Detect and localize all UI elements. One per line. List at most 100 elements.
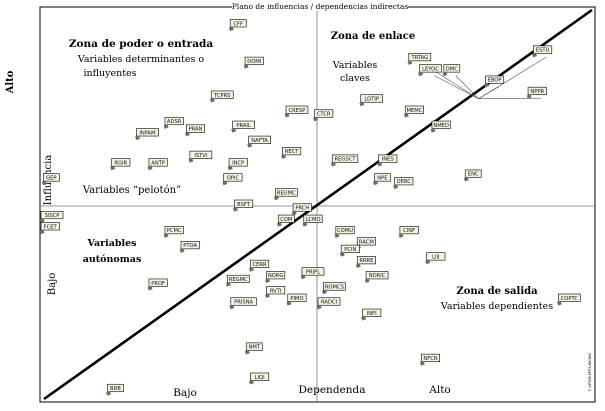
point-marker xyxy=(147,165,153,171)
point-marker xyxy=(407,60,413,65)
point-marker xyxy=(425,259,431,265)
scatter-point-gep: GEP xyxy=(41,173,60,186)
point-label: BSFT xyxy=(237,202,251,208)
scatter-point-pripl: PRIPL xyxy=(300,267,325,280)
point-marker xyxy=(398,233,404,238)
point-marker xyxy=(377,161,383,167)
point-label-box xyxy=(374,173,391,182)
point-label: PRCH xyxy=(295,206,309,212)
scatter-point-rect: RECT xyxy=(281,147,302,159)
point-label: CERR xyxy=(253,262,268,268)
point-label-box xyxy=(229,19,247,28)
scatter-point-coptc: COPTC xyxy=(556,293,581,306)
point-label: PRAN xyxy=(189,127,203,133)
scatter-point-nmt: NMT xyxy=(244,342,263,355)
point-marker xyxy=(334,233,340,238)
zone-auto-2: autónomas xyxy=(83,254,142,265)
point-label-box xyxy=(285,105,309,114)
point-marker xyxy=(179,248,185,253)
scatter-point-incp: INCP xyxy=(227,158,248,171)
scatter-point-opic: OPIC xyxy=(222,173,243,186)
scatter-point-rvti: RVTI xyxy=(265,286,286,299)
point-label: RVTI xyxy=(270,288,282,294)
point-label: INCP xyxy=(232,160,244,166)
point-label: PIMO xyxy=(290,296,303,302)
point-label: NPE xyxy=(377,175,387,181)
point-label: FCET xyxy=(44,224,58,230)
point-marker xyxy=(300,274,306,280)
zone-link-title: Zona de enlace xyxy=(331,31,415,42)
point-marker xyxy=(284,112,290,118)
scatter-point-ines: INES xyxy=(377,154,398,167)
point-label-box xyxy=(431,120,451,129)
point-label: PCMC xyxy=(167,228,182,234)
point-label: NFCR xyxy=(423,356,437,362)
scatter-point-rrre: RRRE xyxy=(355,256,376,268)
point-label-box xyxy=(230,297,257,306)
point-label-box xyxy=(419,64,442,73)
point-label: TCPRS xyxy=(213,93,231,99)
point-marker xyxy=(265,293,270,299)
point-marker xyxy=(442,71,448,77)
point-label-box xyxy=(234,199,254,208)
scatter-point-istvi: ISTVI xyxy=(188,150,213,163)
scatter-point-domi: DOMI xyxy=(243,56,264,69)
point-marker xyxy=(359,101,365,107)
point-label: CTCR xyxy=(317,112,331,118)
point-label-box xyxy=(408,53,432,62)
scatter-point-cerr: CERR xyxy=(249,259,270,272)
scatter-point-bsft: BSFT xyxy=(232,199,254,212)
scatter-point-infi: INFI xyxy=(361,308,382,321)
point-label-box xyxy=(443,64,461,73)
point-label: CINF xyxy=(403,228,415,234)
chart-title: Plano de influencias / dependencias indi… xyxy=(232,2,409,11)
point-marker xyxy=(41,180,47,186)
point-marker xyxy=(39,218,45,223)
point-label: RACM xyxy=(359,239,374,245)
point-label: INES xyxy=(382,157,394,163)
point-label-box xyxy=(527,86,547,95)
scatter-point-estu: ESTU xyxy=(532,45,553,58)
point-label-box xyxy=(287,293,307,302)
scatter-point-inpam: INPAM xyxy=(135,128,159,141)
point-marker xyxy=(184,131,190,137)
point-label: EBOP xyxy=(488,78,502,84)
point-label: PRIPL xyxy=(306,269,320,275)
point-marker xyxy=(419,361,425,366)
scatter-point-siscp: SISCP xyxy=(39,210,64,223)
scatter-point-radci: RADCI xyxy=(316,297,341,310)
point-label: LEYOC xyxy=(422,66,439,72)
point-label-box xyxy=(317,297,341,306)
point-label: DMC xyxy=(446,66,458,72)
point-label: ADSR xyxy=(167,119,182,125)
scatter-point-nppr: NPPR xyxy=(526,86,547,99)
point-marker xyxy=(229,304,235,310)
point-label: INPAM xyxy=(139,130,155,136)
point-marker xyxy=(244,349,250,355)
point-marker xyxy=(227,165,233,171)
point-label: TRTAG xyxy=(410,55,428,61)
zone-link-sub2: claves xyxy=(340,73,370,84)
scatter-point-lotip: LOTIP xyxy=(359,94,384,107)
point-marker xyxy=(339,252,345,257)
zone-power-sub2: influyentes xyxy=(83,68,136,79)
point-marker xyxy=(286,300,292,306)
scatter-point-leyoc: LEYOC xyxy=(418,64,442,77)
point-label: PRAIL xyxy=(236,123,251,129)
point-marker xyxy=(106,391,111,396)
scatter-point-pran: PRAN xyxy=(184,124,206,137)
point-label-box xyxy=(394,177,414,186)
point-label: NORIC xyxy=(369,273,386,279)
scatter-point-tcprs: TCPRS xyxy=(209,90,234,103)
point-marker xyxy=(247,142,253,148)
scatter-point-romcs: ROMCS xyxy=(321,282,346,295)
scatter-point-ebop: EBOP xyxy=(483,75,505,88)
point-label: NORG xyxy=(268,273,284,279)
point-label: LIII xyxy=(432,254,440,260)
point-label-box xyxy=(404,105,424,114)
scatter-point-derc: DERC xyxy=(393,177,414,190)
point-label-box xyxy=(340,244,360,253)
point-label-box xyxy=(292,203,312,212)
point-marker xyxy=(364,278,370,284)
scatter-point-com: COM xyxy=(276,214,295,227)
